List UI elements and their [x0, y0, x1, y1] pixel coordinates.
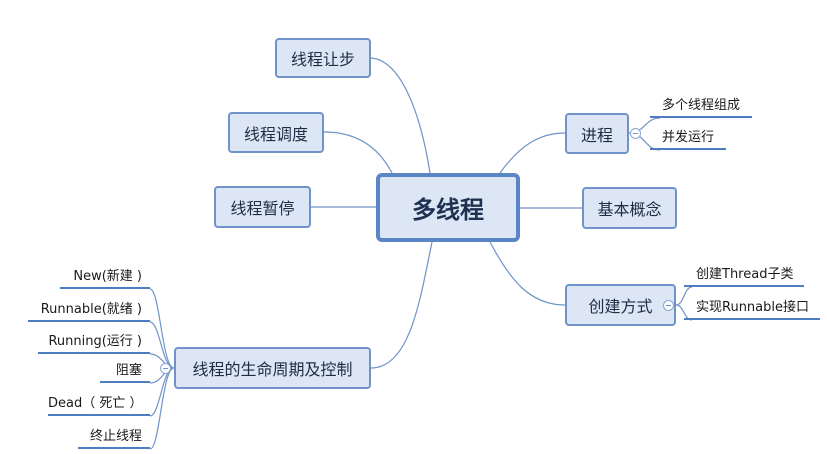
process-child-2[interactable]: 并发运行 — [650, 128, 726, 150]
connector-lifecycle — [370, 241, 433, 369]
process-child-2-label: 并发运行 — [662, 130, 715, 145]
create-child-1-label: 创建Thread子类 — [696, 267, 794, 282]
center-topic-label: 多线程 — [412, 196, 484, 224]
process-child-1[interactable]: 多个线程组成 — [650, 96, 752, 118]
lifecycle-child-new-label: New(新建 ) — [73, 269, 142, 284]
create-child-2[interactable]: 实现Runnable接口 — [684, 298, 820, 320]
branch-thread-yield[interactable]: 线程让步 — [275, 38, 371, 78]
lifecycle-child-running[interactable]: Running(运行 ) — [38, 332, 150, 354]
process-child-1-label: 多个线程组成 — [662, 98, 741, 113]
branch-creation-method[interactable]: 创建方式 — [565, 284, 676, 326]
lifecycle-collapse-toggle[interactable] — [160, 363, 171, 374]
lifecycle-child-terminate-label: 终止线程 — [89, 429, 142, 444]
connector-create — [489, 241, 566, 306]
branch-thread-lifecycle-label: 线程的生命周期及控制 — [192, 360, 353, 379]
lifecycle-child-runnable-label: Runnable(就绪 ) — [40, 302, 142, 317]
branch-creation-method-label: 创建方式 — [588, 297, 653, 316]
branch-basic-concept[interactable]: 基本概念 — [582, 187, 677, 229]
connector-process — [499, 132, 566, 174]
lifecycle-child-blocked-label: 阻塞 — [115, 363, 142, 378]
branch-thread-pause[interactable]: 线程暂停 — [214, 186, 311, 228]
lifecycle-child-dead-label: Dead（ 死亡 ） — [48, 396, 143, 411]
create-child-1[interactable]: 创建Thread子类 — [684, 265, 804, 287]
center-topic[interactable]: 多线程 — [376, 173, 520, 242]
connector-yield — [370, 57, 431, 174]
branch-process[interactable]: 进程 — [565, 113, 629, 154]
branch-thread-pause-label: 线程暂停 — [230, 199, 295, 218]
branch-thread-schedule[interactable]: 线程调度 — [228, 112, 324, 153]
connector-schedule — [323, 131, 393, 174]
lifecycle-child-running-label: Running(运行 ) — [48, 334, 142, 349]
branch-thread-lifecycle[interactable]: 线程的生命周期及控制 — [174, 347, 371, 389]
lifecycle-child-blocked[interactable]: 阻塞 — [100, 361, 150, 383]
branch-thread-schedule-label: 线程调度 — [243, 124, 308, 144]
process-collapse-toggle[interactable] — [630, 128, 641, 139]
lifecycle-child-new[interactable]: New(新建 ) — [60, 267, 150, 289]
branch-thread-yield-label: 线程让步 — [290, 50, 355, 69]
connector-lifecycle-bracket — [149, 288, 175, 450]
lifecycle-child-runnable[interactable]: Runnable(就绪 ) — [28, 300, 150, 322]
lifecycle-child-dead[interactable]: Dead（ 死亡 ） — [48, 394, 150, 416]
branch-process-label: 进程 — [580, 125, 613, 145]
lifecycle-child-terminate[interactable]: 终止线程 — [78, 427, 150, 449]
create-collapse-toggle[interactable] — [663, 300, 674, 311]
create-child-2-label: 实现Runnable接口 — [696, 300, 809, 315]
branch-basic-concept-label: 基本概念 — [597, 200, 662, 219]
